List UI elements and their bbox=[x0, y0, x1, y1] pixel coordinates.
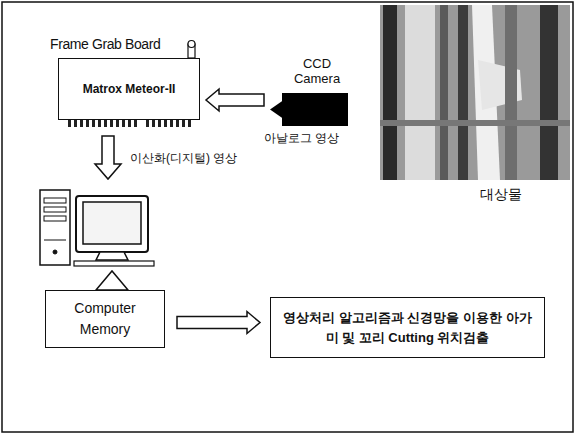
memory-box: Computer Memory bbox=[45, 290, 165, 348]
board-heading: Frame Grab Board bbox=[50, 36, 160, 52]
camera-body bbox=[270, 93, 348, 126]
box-label: Computer Memory bbox=[54, 298, 156, 340]
arrow-label: 아날로그 영상 bbox=[262, 130, 341, 147]
memory-link bbox=[96, 271, 128, 290]
result-box: 영상처리 알고리즘과 신경망을 이용한 아가미 및 꼬리 Cutting 위치검… bbox=[270, 297, 545, 358]
object-label: 대상물 bbox=[478, 186, 524, 204]
board-connector bbox=[188, 41, 195, 59]
board-body: Matrox Meteor-II bbox=[58, 58, 200, 120]
arrow-label: 이산화(디지털) 영상 bbox=[128, 150, 239, 167]
hollow-arrow bbox=[206, 89, 264, 111]
camera-lens bbox=[270, 101, 283, 119]
ccd-camera: CCD Camera bbox=[270, 57, 348, 126]
frame-grab-board: Frame Grab BoardMatrox Meteor-II bbox=[58, 36, 200, 120]
camera-shape bbox=[270, 93, 348, 126]
hollow-arrow bbox=[177, 312, 260, 334]
camera-housing bbox=[282, 93, 348, 126]
board-pins bbox=[68, 120, 191, 127]
computer-icon bbox=[40, 190, 154, 266]
camera-label: CCD Camera bbox=[287, 57, 347, 87]
digital-arrow bbox=[95, 136, 121, 179]
object-photo bbox=[380, 5, 570, 180]
box-label: 영상처리 알고리즘과 신경망을 이용한 아가미 및 꼬리 Cutting 위치검… bbox=[279, 308, 536, 347]
board-label: Matrox Meteor-II bbox=[83, 82, 176, 96]
